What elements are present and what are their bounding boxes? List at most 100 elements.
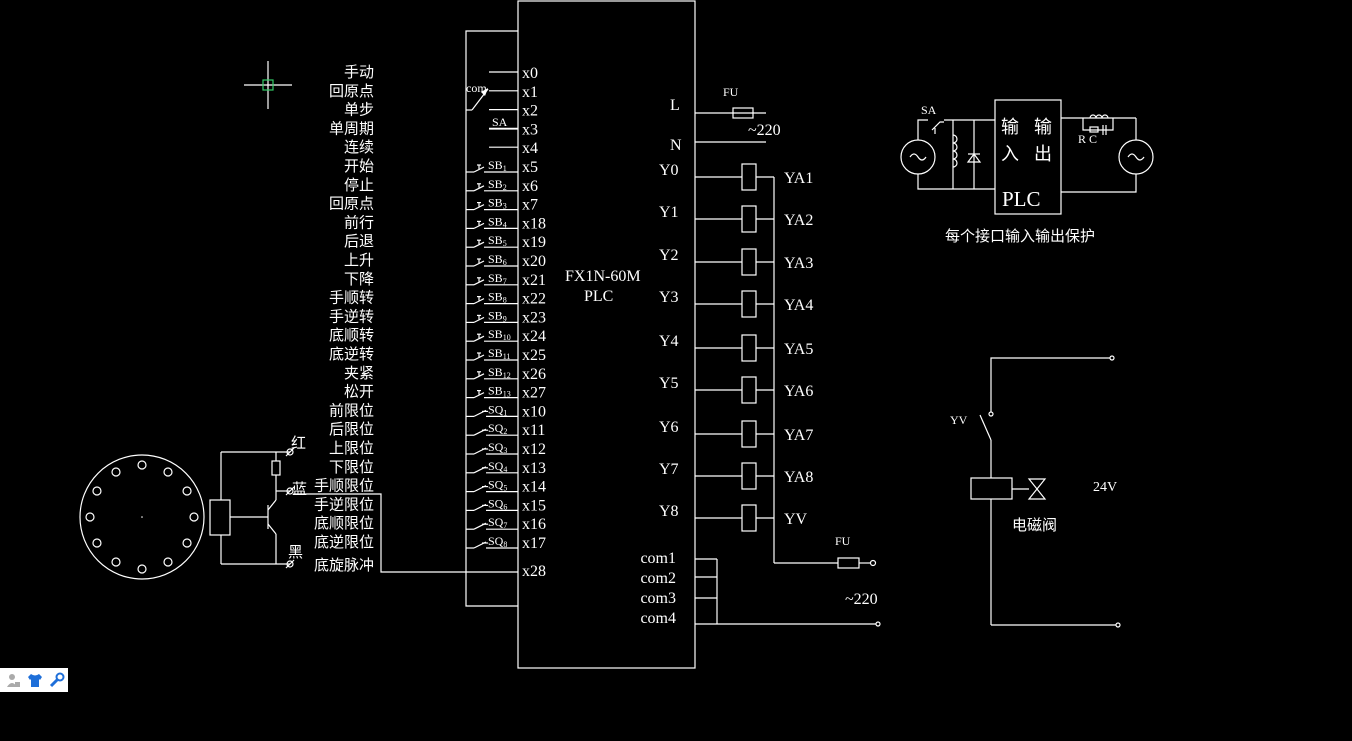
switch-label: SB3 bbox=[488, 196, 507, 211]
terminal-x4: x4 bbox=[522, 140, 538, 157]
sensor-circuit bbox=[209, 447, 518, 573]
fuse-label: FU bbox=[723, 85, 739, 99]
switch-label: SQ2 bbox=[488, 421, 507, 436]
input-switch: SQ5 bbox=[466, 478, 518, 493]
protection-rc-label: R C bbox=[1078, 132, 1097, 146]
output-load-YA5: YA5 bbox=[784, 341, 813, 358]
input-switch: SQ1 bbox=[466, 402, 518, 417]
output-load-YA3: YA3 bbox=[784, 255, 813, 272]
input-common-bus bbox=[465, 30, 518, 607]
input-switch: SB11 bbox=[466, 346, 518, 361]
input-label: 上限位 bbox=[329, 439, 374, 457]
input-label-pulse: 底旋脉冲 bbox=[314, 556, 374, 574]
input-switch: SQ6 bbox=[466, 496, 518, 511]
terminal-x2: x2 bbox=[522, 103, 538, 120]
wire-blue-label: 蓝 bbox=[292, 480, 307, 498]
input-switch: SB3 bbox=[466, 196, 518, 211]
encoder-disk bbox=[79, 454, 205, 580]
terminal-x11: x11 bbox=[522, 422, 545, 439]
input-label: 回原点 bbox=[329, 82, 374, 100]
input-switch: SB12 bbox=[466, 365, 518, 380]
output-voltage-label: ~220 bbox=[845, 591, 878, 608]
user-icon[interactable] bbox=[4, 671, 22, 689]
output-coil bbox=[695, 504, 774, 532]
switch-label: SB2 bbox=[488, 177, 507, 192]
terminal-x24: x24 bbox=[522, 328, 546, 345]
input-label: 手顺限位 bbox=[314, 477, 374, 495]
switch-label: SQ6 bbox=[488, 496, 507, 511]
input-label: 回原点 bbox=[329, 195, 374, 213]
output-coil bbox=[695, 420, 774, 448]
voltage-label: ~220 bbox=[748, 122, 781, 139]
input-label: 单周期 bbox=[329, 119, 374, 137]
status-toolbar bbox=[0, 668, 68, 692]
input-label: 手逆限位 bbox=[314, 495, 374, 513]
input-label: 底逆限位 bbox=[314, 533, 374, 551]
shirt-icon[interactable] bbox=[26, 671, 44, 689]
output-coil bbox=[695, 290, 774, 318]
terminal-x25: x25 bbox=[522, 347, 546, 364]
terminal-x10: x10 bbox=[522, 403, 546, 420]
valve-caption: 电磁阀 bbox=[1012, 516, 1057, 534]
switch-label: SQ5 bbox=[488, 478, 507, 493]
crosshair-cursor-icon bbox=[244, 61, 292, 109]
output-coil bbox=[695, 334, 774, 362]
output-load-YA6: YA6 bbox=[784, 383, 813, 400]
switch-label: SB9 bbox=[488, 308, 507, 323]
switch-label: SQ8 bbox=[488, 534, 507, 549]
output-coil bbox=[695, 376, 774, 404]
input-label: 连续 bbox=[344, 138, 374, 156]
input-label: 上升 bbox=[344, 251, 374, 269]
encoder-hole bbox=[182, 486, 192, 496]
terminal-x0: x0 bbox=[522, 65, 538, 82]
output-bus bbox=[695, 177, 881, 627]
terminal-com3: com3 bbox=[640, 590, 676, 607]
wrench-icon[interactable] bbox=[48, 671, 66, 689]
input-label: 底逆转 bbox=[329, 345, 374, 363]
output-load-YA2: YA2 bbox=[784, 212, 813, 229]
encoder-hole bbox=[163, 467, 173, 477]
output-terminal-Y2: Y2 bbox=[659, 247, 679, 264]
input-switch: SQ7 bbox=[466, 515, 518, 530]
input-label: 开始 bbox=[344, 157, 374, 175]
input-label: 手动 bbox=[344, 63, 374, 81]
terminal-x14: x14 bbox=[522, 479, 546, 496]
encoder-hole bbox=[111, 467, 121, 477]
input-label: 底顺转 bbox=[329, 326, 374, 344]
output-fuse-label: FU bbox=[835, 534, 851, 548]
input-switch: SB6 bbox=[466, 252, 518, 267]
terminal-x26: x26 bbox=[522, 366, 546, 383]
input-switch: SB10 bbox=[466, 327, 518, 342]
terminal-x3: x3 bbox=[522, 121, 538, 138]
protection-input-char2: 入 bbox=[1001, 144, 1019, 165]
output-terminal-Y0: Y0 bbox=[659, 162, 679, 179]
terminal-x15: x15 bbox=[522, 497, 546, 514]
output-load-YV: YV bbox=[784, 511, 808, 528]
encoder-hole bbox=[189, 512, 199, 522]
input-switch: SB1 bbox=[466, 158, 518, 173]
input-label: 夹紧 bbox=[344, 364, 374, 382]
input-switch: SB5 bbox=[466, 233, 518, 248]
terminal-x28: x28 bbox=[522, 563, 546, 580]
terminal-x16: x16 bbox=[522, 516, 546, 533]
switch-label: SB13 bbox=[488, 384, 511, 399]
terminal-com4: com4 bbox=[640, 610, 676, 627]
terminal-x6: x6 bbox=[522, 178, 538, 195]
input-switch: SB4 bbox=[466, 214, 518, 229]
terminal-x13: x13 bbox=[522, 460, 546, 477]
plc-box bbox=[517, 0, 696, 669]
switch-label: SQ7 bbox=[488, 515, 507, 530]
switch-label: SB10 bbox=[488, 327, 511, 342]
terminal-x19: x19 bbox=[522, 234, 546, 251]
switch-label: SB1 bbox=[488, 158, 507, 173]
encoder-hole bbox=[111, 557, 121, 567]
output-terminal-Y4: Y4 bbox=[659, 333, 679, 350]
switch-label: SB5 bbox=[488, 233, 507, 248]
input-label: 底顺限位 bbox=[314, 514, 374, 532]
switch-label: SB12 bbox=[488, 365, 511, 380]
protection-output-char1: 输 bbox=[1034, 117, 1052, 138]
encoder-hole bbox=[137, 460, 147, 470]
input-label: 下降 bbox=[344, 270, 374, 288]
